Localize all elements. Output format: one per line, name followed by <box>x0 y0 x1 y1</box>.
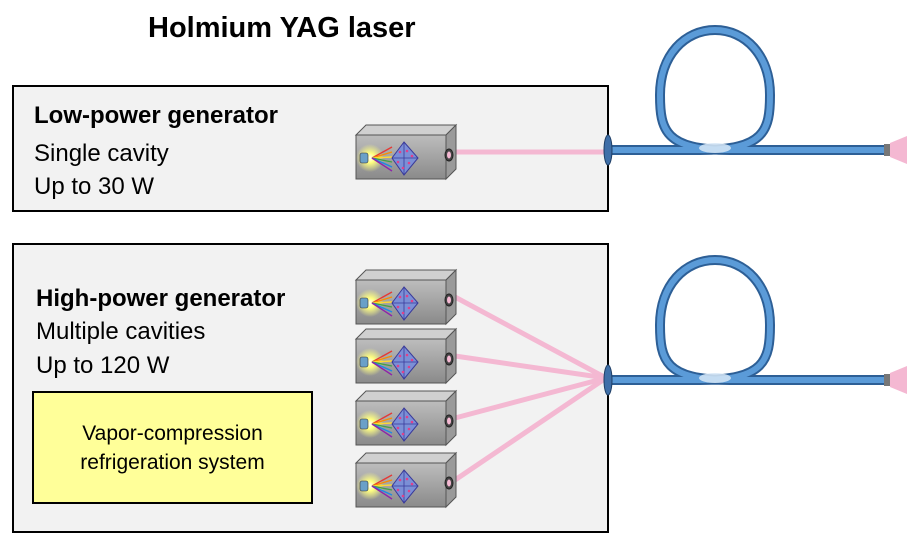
refrigeration-line-2: refrigeration system <box>80 450 265 474</box>
low-power-line-1: Single cavity <box>34 140 169 167</box>
high-power-title: High-power generator <box>36 285 286 312</box>
high-power-cavity-4 <box>355 452 457 508</box>
high-power-fiber <box>610 260 890 386</box>
low-power-coupler-lens <box>603 134 613 166</box>
low-power-generator-box <box>12 85 609 212</box>
high-power-line-2: Up to 120 W <box>36 352 170 379</box>
refrigeration-line-1: Vapor-compression <box>82 421 263 445</box>
low-power-fiber <box>610 30 890 156</box>
refrigeration-system-box: Vapor-compression refrigeration system <box>32 391 313 504</box>
high-power-line-1: Multiple cavities <box>36 318 206 345</box>
high-power-cavity-1 <box>355 269 457 325</box>
low-power-line-2: Up to 30 W <box>34 173 155 200</box>
low-power-output-beam <box>890 136 907 164</box>
high-power-cavity-2 <box>355 328 457 384</box>
high-power-output-beam <box>890 366 907 394</box>
high-power-cavity-3 <box>355 390 457 446</box>
high-power-beams <box>453 294 608 483</box>
high-power-coupler-lens <box>603 364 613 396</box>
low-power-cavity <box>355 124 457 180</box>
diagram-title: Holmium YAG laser <box>148 12 416 44</box>
low-power-title: Low-power generator <box>34 102 279 129</box>
